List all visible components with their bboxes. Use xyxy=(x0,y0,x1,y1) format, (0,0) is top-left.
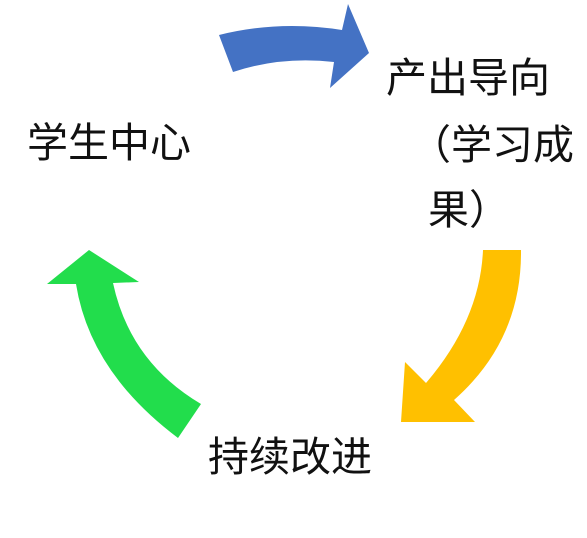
node-student-centered: 学生中心 xyxy=(27,119,191,167)
arrow-top-blue xyxy=(219,4,369,88)
node-output-oriented-line-1: 产出导向 xyxy=(386,54,550,102)
arrow-left-green xyxy=(47,250,201,438)
node-output-oriented-line-2: （学习成 xyxy=(410,121,574,169)
node-continuous-improvement: 持续改进 xyxy=(208,433,372,481)
node-output-oriented-line-3: 果） xyxy=(428,186,510,234)
arrow-right-yellow xyxy=(401,250,522,422)
